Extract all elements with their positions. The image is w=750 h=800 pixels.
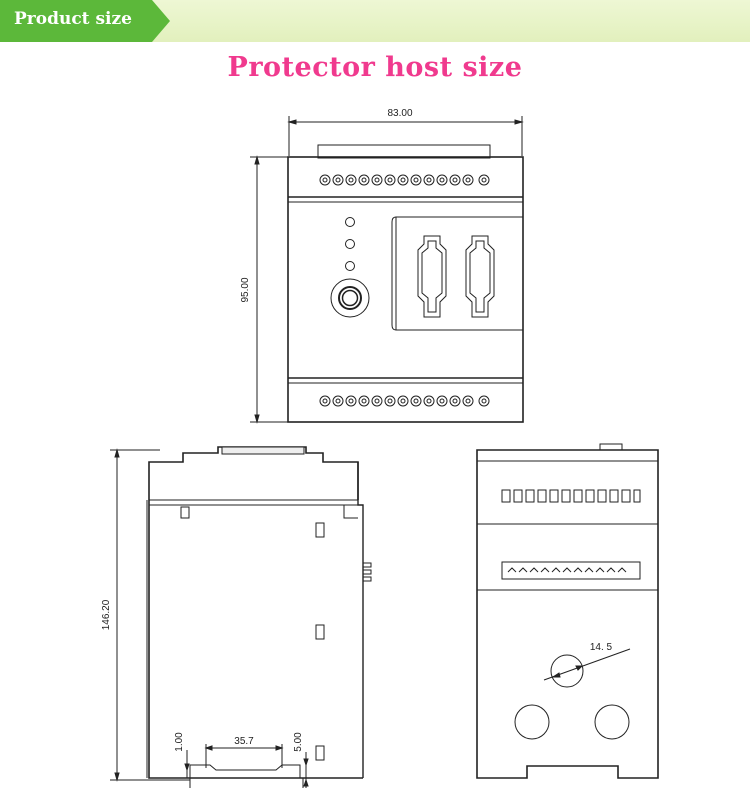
mounting-hole [550, 654, 584, 688]
knob-icon [330, 278, 370, 318]
terminal-strip [501, 561, 641, 580]
side-view: 146.20 35.7 1.00 [101, 446, 372, 788]
top-width-label: 83.00 [387, 108, 412, 119]
top-view: 83.00 95.00 [240, 108, 524, 424]
side-latch-1 [315, 522, 325, 538]
front-view: 14. 5 [476, 443, 659, 779]
vent-slot-row [501, 489, 641, 503]
rail-width-label: 35.7 [234, 736, 254, 747]
side-latch-2 [315, 624, 325, 640]
led-indicator-3 [345, 261, 355, 271]
header-tab: Product size [0, 0, 170, 42]
hole-diameter-label: 14. 5 [590, 642, 613, 653]
db-connector-left [417, 235, 447, 318]
page-title: Protector host size [227, 52, 523, 83]
cable-hole-right [594, 704, 630, 740]
rail-right-gap-label: 5.00 [293, 732, 304, 752]
bottom-terminal-row [319, 395, 490, 407]
rail-left-gap-label: 1.00 [174, 732, 185, 752]
led-indicator-2 [345, 239, 355, 249]
led-indicator-1 [345, 217, 355, 227]
top-terminal-row [319, 174, 490, 186]
side-height-label: 146.20 [101, 599, 112, 630]
side-latch-3 [315, 745, 325, 761]
cable-hole-left [514, 704, 550, 740]
top-height-label: 95.00 [240, 277, 251, 302]
db-connector-right [465, 235, 495, 318]
header-tab-label: Product size [14, 9, 132, 29]
